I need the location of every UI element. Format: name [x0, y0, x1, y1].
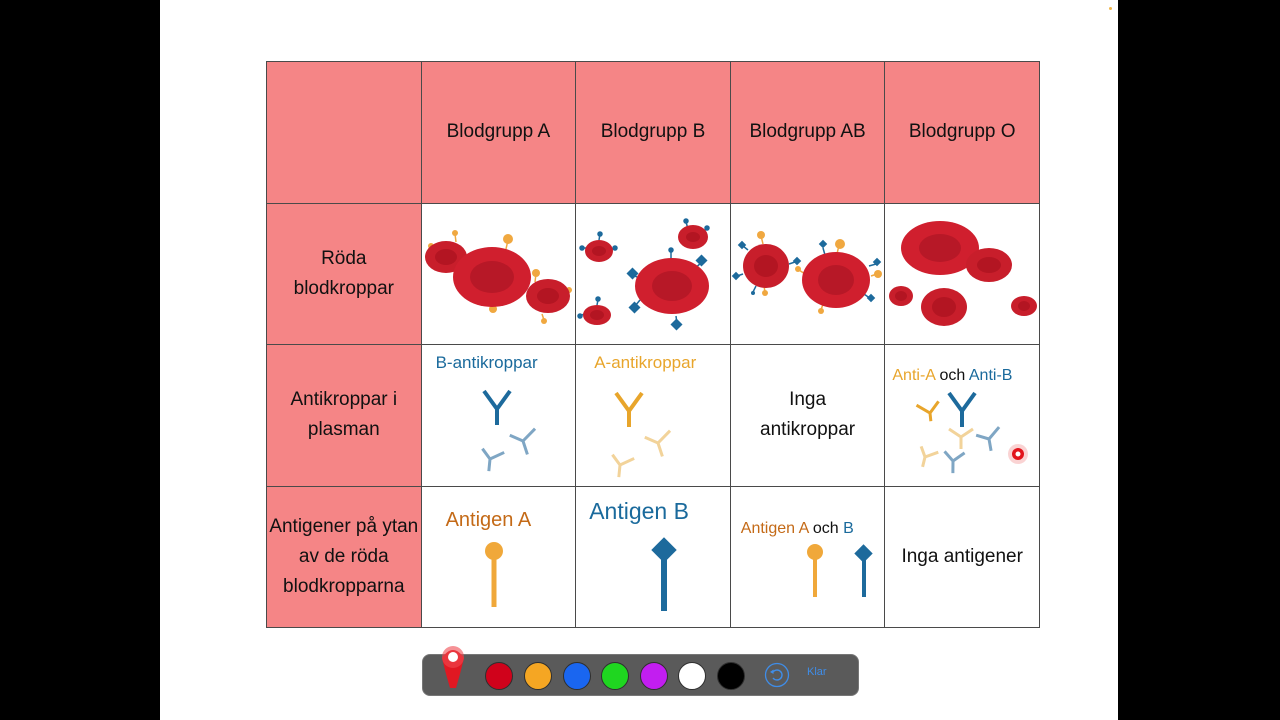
antibodies-a-label: B-antikroppar [435, 353, 538, 372]
antibodies-row: Antikroppar i plasman B-antikroppar A-an… [266, 344, 1040, 487]
color-black-swatch[interactable] [717, 662, 745, 690]
antibodies-o-anti-a: Anti-A [892, 367, 936, 384]
color-orange-swatch[interactable] [524, 662, 552, 690]
header-blodgrupp-ab: Blodgrupp AB [729, 61, 886, 204]
color-green-swatch[interactable] [601, 662, 629, 690]
marker-pen-icon[interactable] [438, 644, 468, 692]
red-cells-ab [729, 202, 886, 345]
antibodies-ab: Inga antikroppar [729, 344, 886, 487]
antibodies-a-illustration [480, 389, 536, 472]
antigens-ab-antigen-a: Antigen A [740, 519, 809, 537]
color-white-swatch[interactable] [678, 662, 706, 690]
corner-cell [266, 61, 422, 204]
antigens-ab: Antigen A och B [729, 485, 886, 628]
header-blodgrupp-b: Blodgrupp B [575, 61, 731, 204]
antigens-b-illustration [651, 536, 677, 611]
antibodies-b-label: A-antikroppar [594, 353, 697, 372]
antibodies-o-label: Anti-A och Anti-B [892, 361, 1012, 391]
antigens-o: Inga antigener [884, 485, 1040, 628]
antibodies-b: A-antikroppar [575, 344, 731, 487]
red-cells-o-illustration [889, 220, 1038, 326]
antibodies-o-illustration [916, 391, 1029, 474]
antigens-b-label: Antigen B [589, 497, 689, 524]
row-label-antigens-text: Antigener på ytan av de röda blodkroppar… [269, 515, 419, 597]
antigens-ab-illustration [806, 543, 873, 597]
antibodies-ab-text: Inga antikroppar [760, 389, 856, 441]
antigens-row: Antigener på ytan av de röda blodkroppar… [266, 485, 1040, 628]
antibodies-o-and: och [939, 367, 966, 384]
edge-dot [1109, 7, 1112, 10]
undo-icon[interactable] [764, 662, 790, 688]
red-cells-ab-illustration [731, 230, 882, 314]
row-label-red-cells-text: Röda blodkroppar [293, 247, 394, 299]
red-cells-row: Röda blodkroppar [266, 202, 1040, 345]
done-button[interactable]: Klar [807, 666, 827, 678]
color-purple-swatch[interactable] [640, 662, 668, 690]
antigens-ab-and: och [812, 519, 839, 537]
header-blodgrupp-a: Blodgrupp A [420, 61, 577, 204]
row-label-antibodies: Antikroppar i plasman [266, 344, 422, 487]
row-label-red-cells: Röda blodkroppar [266, 202, 422, 345]
antigens-b: Antigen B [575, 485, 731, 628]
row-label-antigens: Antigener på ytan av de röda blodkroppar… [266, 485, 422, 628]
antibodies-b-illustration [611, 391, 672, 478]
antigens-a-illustration [484, 541, 503, 607]
antigens-a-label: Antigen A [445, 508, 532, 531]
row-label-antibodies-text: Antikroppar i plasman [290, 389, 398, 441]
antigens-ab-label: Antigen A och B [741, 514, 854, 544]
antigens-a: Antigen A [420, 485, 577, 628]
antibodies-o-anti-b: Anti-B [968, 367, 1013, 384]
blood-group-table: Blodgrupp A Blodgrupp B Blodgrupp AB Blo… [266, 61, 1040, 628]
antigens-ab-b: B [843, 519, 854, 537]
red-cells-b-illustration [577, 217, 710, 331]
slide-page: Blodgrupp A Blodgrupp B Blodgrupp AB Blo… [160, 0, 1118, 720]
red-cells-a [420, 202, 577, 345]
color-red-swatch[interactable] [485, 662, 513, 690]
red-cells-a-illustration [424, 229, 572, 324]
color-blue-swatch[interactable] [563, 662, 591, 690]
antibodies-o: Anti-A och Anti-B [884, 344, 1040, 487]
header-blodgrupp-o: Blodgrupp O [884, 61, 1040, 204]
antibodies-a: B-antikroppar [420, 344, 577, 487]
header-row: Blodgrupp A Blodgrupp B Blodgrupp AB Blo… [266, 61, 1040, 204]
red-cells-b [575, 202, 731, 345]
red-cells-o [884, 202, 1040, 345]
drawing-toolbar: Klar [422, 654, 859, 696]
